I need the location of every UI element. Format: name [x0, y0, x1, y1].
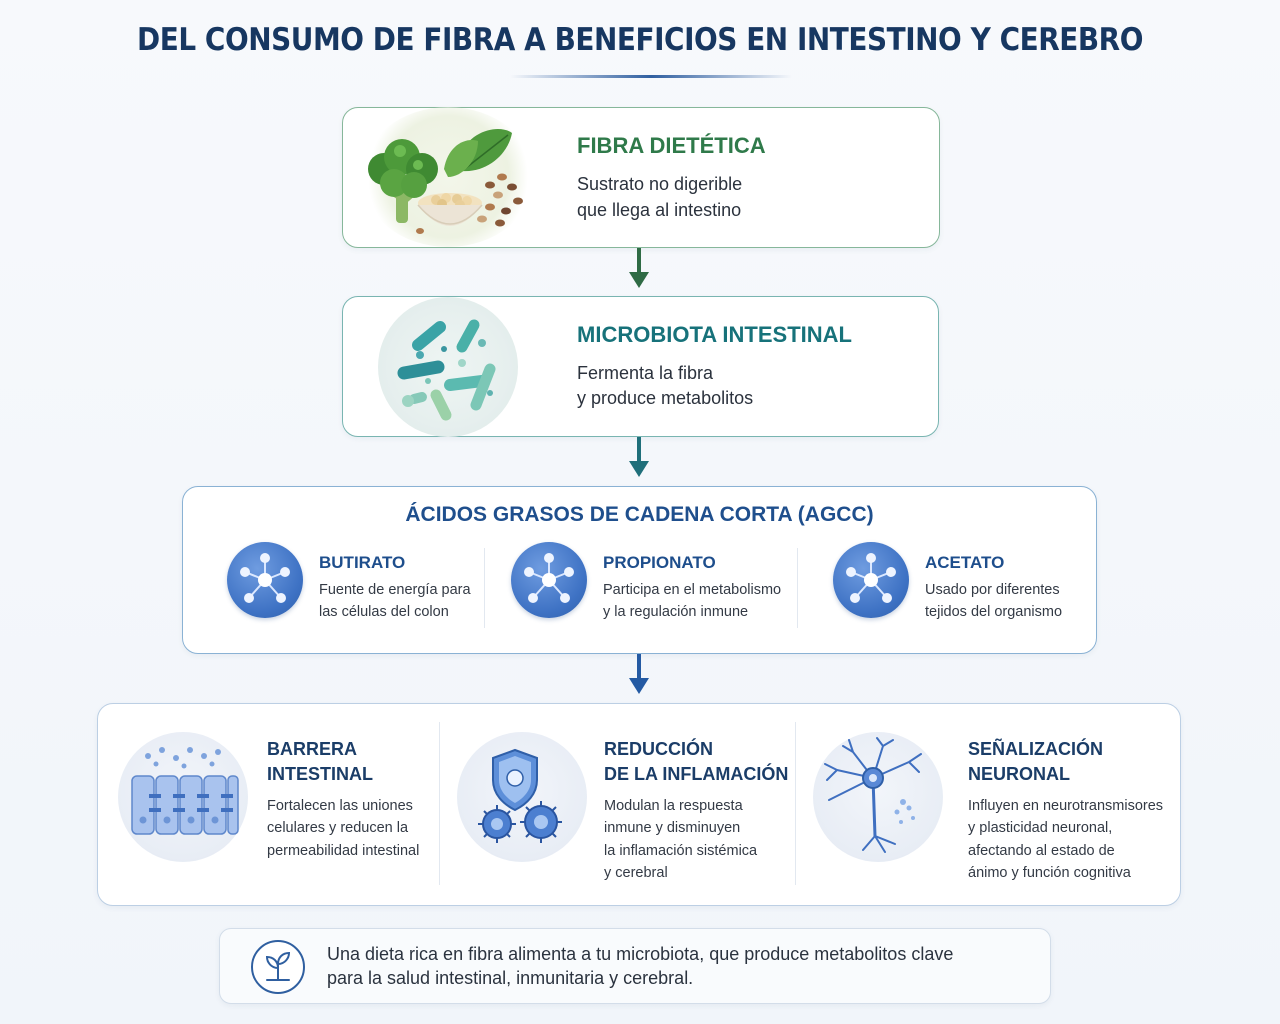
molecule-icon [511, 542, 587, 618]
agcc-box [182, 486, 1097, 654]
arrow-down-icon [629, 437, 649, 477]
benefit-desc-line: permeabilidad intestinal [267, 843, 420, 859]
benefit-title-line1: REDUCCIÓN [604, 739, 714, 759]
fibra-title: FIBRA DIETÉTICA [577, 133, 766, 158]
benefit-desc-line: la inflamación sistémica [604, 843, 758, 859]
benefit-title-line2: NEURONAL [968, 764, 1070, 784]
fibra-description-line1: Sustrato no digerible [577, 174, 743, 194]
agcc-name-butirato: BUTIRATO [319, 553, 406, 572]
benefit-desc-line: Modulan la respuesta [604, 798, 743, 814]
benefit-desc-line: y plasticidad neuronal, [968, 820, 1113, 836]
arrow-down-icon [629, 248, 649, 288]
benefit-desc-line: inmune y disminuyen [604, 820, 741, 836]
summary-note [219, 928, 1051, 1004]
page-title: DEL CONSUMO DE FIBRA A BENEFICIOS EN INT… [137, 22, 1143, 58]
agcc-desc-line2: las células del colon [319, 604, 449, 620]
benefit-desc-line: y cerebral [604, 865, 668, 881]
divider [795, 722, 796, 885]
divider [439, 722, 440, 885]
shield-immune-cells-icon [457, 732, 587, 862]
microbiota-description-line1: Fermenta la fibra [577, 363, 714, 383]
intestinal-barrier-icon [118, 732, 248, 862]
microbiota-description-line2: y produce metabolitos [577, 388, 754, 408]
summary-line1: Una dieta rica en fibra alimenta a tu mi… [327, 944, 954, 964]
benefit-title-line1: SEÑALIZACIÓN [968, 739, 1103, 759]
bacteria-illustration-icon [378, 297, 518, 437]
benefit-title-line2: INTESTINAL [267, 764, 373, 784]
divider [797, 548, 798, 628]
agcc-desc-line1: Fuente de energía para [319, 582, 471, 598]
arrow-down-icon [629, 654, 649, 694]
vegetables-illustration-icon [362, 107, 534, 247]
neuron-icon [813, 732, 943, 862]
benefits-box [97, 703, 1181, 906]
benefit-desc-line: Influyen en neurotransmisores [968, 798, 1164, 814]
divider [484, 548, 485, 628]
benefit-desc-line: Fortalecen las uniones [267, 798, 413, 814]
benefit-desc-line: celulares y reducen la [267, 820, 409, 836]
benefit-title-line1: BARRERA [267, 739, 357, 759]
molecule-icon [227, 542, 303, 618]
agcc-desc-line2: y la regulación inmune [603, 604, 749, 620]
benefit-desc-line: ánimo y función cognitiva [968, 865, 1131, 881]
agcc-name-propionato: PROPIONATO [603, 553, 716, 572]
agcc-name-acetato: ACETATO [925, 553, 1005, 572]
agcc-desc-line2: tejidos del organismo [925, 604, 1063, 620]
fibra-description-line2: que llega al intestino [577, 200, 742, 220]
sprout-icon [251, 940, 305, 994]
molecule-icon [833, 542, 909, 618]
microbiota-title: MICROBIOTA INTESTINAL [577, 322, 852, 347]
title-underline [510, 75, 792, 78]
agcc-desc-line1: Participa en el metabolismo [603, 582, 782, 598]
summary-line2: para la salud intestinal, inmunitaria y … [327, 968, 694, 988]
agcc-title: ÁCIDOS GRASOS DE CADENA CORTA (AGCC) [405, 503, 874, 526]
benefit-title-line2: DE LA INFLAMACIÓN [604, 764, 789, 784]
agcc-desc-line1: Usado por diferentes [925, 582, 1060, 598]
benefit-desc-line: afectando al estado de [968, 843, 1115, 859]
